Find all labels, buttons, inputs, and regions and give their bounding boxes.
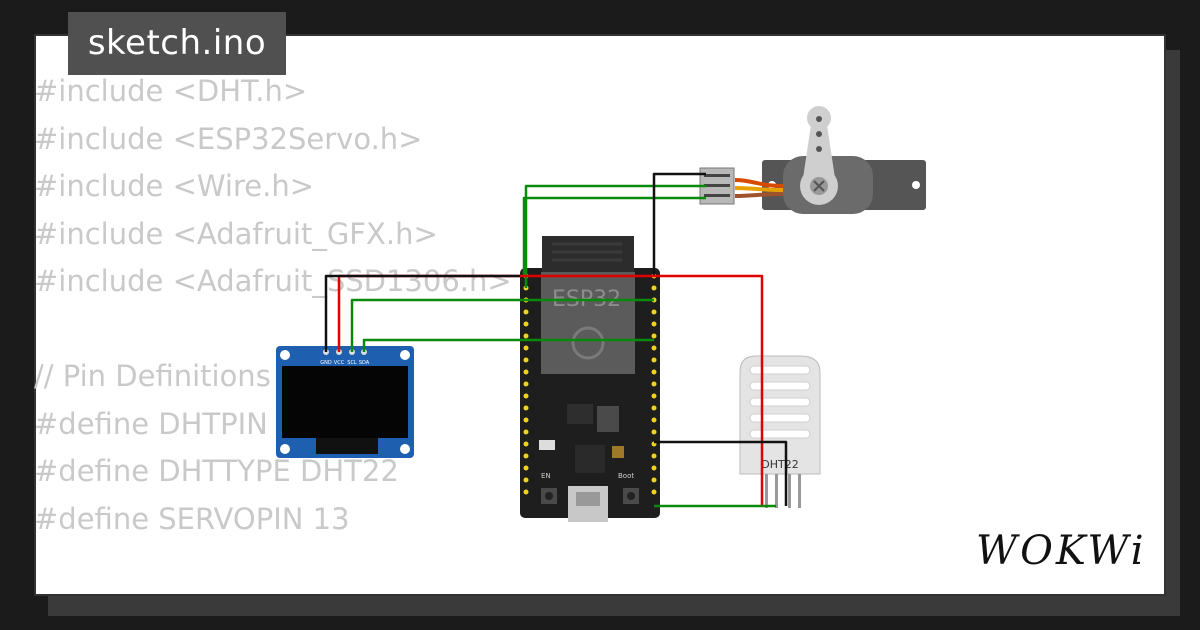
esp32-board[interactable]: ESP32 Boot EN	[520, 236, 660, 522]
wire-dht-gnd	[654, 440, 788, 506]
wire-oled-gnd	[324, 274, 520, 352]
wire-power	[337, 274, 764, 506]
code-line: // Pin Definitions	[34, 359, 271, 393]
code-line: #include <DHT.h>	[34, 74, 308, 108]
oled-pin-scl: SCL	[347, 360, 357, 366]
code-line: #define SERVOPIN 13	[34, 501, 350, 536]
wire-servo-gnd	[652, 172, 706, 276]
wire-oled-scl	[350, 298, 654, 352]
code-editor: #include <DHT.h> #include <ESP32Servo.h>…	[34, 68, 512, 543]
dht22-label: DHT22	[761, 458, 798, 471]
code-line: #include <Adafruit_SSD1306.h>	[34, 264, 512, 298]
oled-pin-vcc: VCC	[334, 360, 345, 366]
oled-display[interactable]: GND VCC SCL SDA	[276, 346, 414, 458]
code-line: #define DHTTYPE DHT22	[34, 454, 399, 488]
boot-label: Boot	[618, 472, 634, 480]
wire-servo-signal	[524, 184, 706, 288]
oled-pin-gnd: GND	[320, 360, 332, 366]
oled-pin-sda: SDA	[359, 360, 370, 366]
svg-text:WOKWi: WOKWi	[976, 528, 1147, 574]
code-line: #include <Adafruit_GFX.h>	[34, 216, 438, 251]
en-label: EN	[541, 472, 551, 480]
dht22-sensor[interactable]: DHT22	[739, 355, 821, 508]
wokwi-logo: WOKWi	[976, 528, 1147, 574]
wires	[324, 172, 788, 508]
servo-motor[interactable]	[699, 106, 926, 214]
code-line: #include <Wire.h>	[34, 169, 315, 203]
wire-servo-aux	[522, 196, 706, 276]
code-line: #include <ESP32Servo.h>	[34, 121, 423, 156]
wire-oled-sda	[362, 338, 654, 352]
file-tab[interactable]: sketch.ino	[68, 12, 286, 75]
